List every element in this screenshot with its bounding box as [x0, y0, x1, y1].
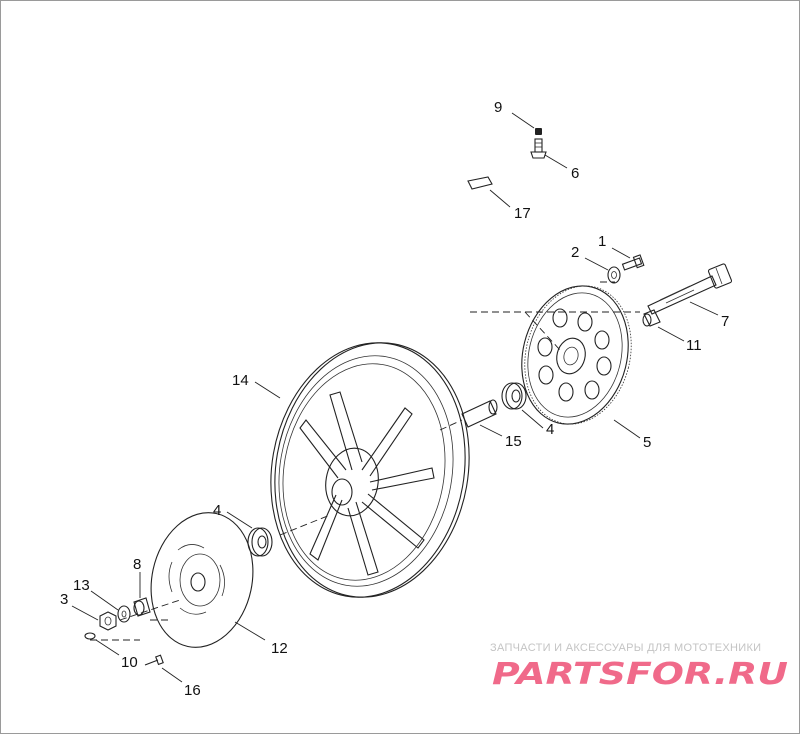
callout-11: 11 — [686, 337, 702, 354]
callout-15: 15 — [505, 433, 522, 450]
part-valve-cap — [535, 128, 542, 135]
part-disc-washer — [117, 605, 131, 623]
assembly-axis-lines — [90, 281, 640, 641]
part-retaining-clip — [84, 632, 96, 640]
callout-8: 8 — [133, 556, 141, 573]
watermark: ЗАПЧАСТИ И АКСЕССУАРЫ ДЛЯ МОТОТЕХНИКИ PA… — [490, 642, 788, 692]
callout-14: 14 — [232, 372, 249, 389]
part-rear-sprocket — [521, 285, 632, 425]
part-balance-weight — [467, 176, 493, 190]
part-wheel-bearing-right — [501, 382, 527, 410]
callout-16: 16 — [184, 682, 201, 699]
part-brake-disc — [150, 512, 254, 648]
callout-4-lower: 4 — [213, 502, 221, 519]
callout-1: 1 — [598, 233, 606, 250]
watermark-tagline: ЗАПЧАСТИ И АКСЕССУАРЫ ДЛЯ МОТОТЕХНИКИ — [490, 642, 761, 654]
callout-labels: 9 6 17 1 2 7 11 14 4 5 15 4 8 13 3 12 10… — [60, 99, 729, 699]
part-axle-spacer — [642, 309, 661, 327]
part-axle-nut — [99, 611, 117, 631]
callout-leader-lines — [71, 112, 719, 683]
callout-6: 6 — [571, 165, 579, 182]
part-washer — [607, 266, 621, 284]
part-valve-stem — [530, 138, 547, 159]
watermark-logo: PARTSFOR.RU — [492, 657, 788, 692]
callout-3: 3 — [60, 591, 68, 608]
callout-13: 13 — [73, 577, 90, 594]
callout-5: 5 — [643, 434, 651, 451]
callout-9: 9 — [494, 99, 502, 116]
part-bearing-spacer — [461, 399, 498, 428]
part-axle — [647, 263, 733, 315]
callout-10: 10 — [121, 654, 138, 671]
callout-7: 7 — [721, 313, 729, 330]
callout-2: 2 — [571, 244, 579, 261]
part-sprocket-bolt — [621, 254, 645, 271]
part-cast-wheel — [270, 342, 470, 598]
part-disc-bolt — [144, 654, 164, 666]
callout-17: 17 — [514, 205, 531, 222]
part-disc-spacer — [133, 597, 151, 617]
callout-12: 12 — [271, 640, 288, 657]
callout-4-upper: 4 — [546, 421, 554, 438]
part-wheel-bearing-left — [247, 527, 273, 557]
